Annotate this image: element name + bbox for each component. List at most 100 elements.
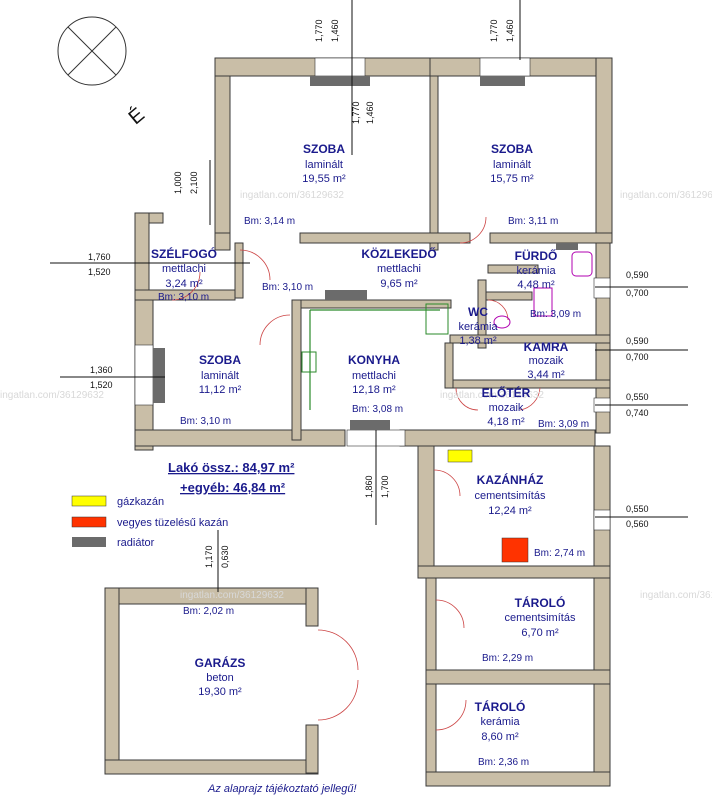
room-kozlekedo: KÖZLEKEDŐ mettlachi 9,65 m² Bm: 3,10 m (262, 246, 437, 293)
dim-right2b: 0,700 (626, 352, 649, 362)
room-area: 19,55 m² (302, 173, 346, 185)
room-height: Bm: 3,09 m (538, 419, 589, 430)
room-szoba-2: SZOBA laminált 15,75 m² Bm: 3,11 m (490, 142, 558, 227)
room-name: KAZÁNHÁZ (477, 472, 544, 487)
room-area: 19,30 m² (198, 686, 242, 698)
legend-label-gas: gázkazán (117, 496, 164, 508)
legend-swatch-radiator (72, 537, 106, 547)
room-floor: mozaik (489, 402, 524, 414)
room-name: SZOBA (491, 142, 533, 156)
room-tarolo-1: TÁROLÓ cementsimítás 6,70 m² Bm: 2,29 m (482, 595, 576, 664)
dim-right1a: 0,590 (626, 270, 649, 280)
room-kazanhaz: KAZÁNHÁZ cementsimítás 12,24 m² Bm: 2,74… (475, 472, 586, 559)
dimension-labels: 1,770 1,460 1,770 1,460 1,770 1,460 1,00… (88, 19, 649, 568)
room-name: FÜRDŐ (515, 248, 558, 263)
room-area: 11,12 m² (199, 384, 242, 396)
dim-left3b: 1,520 (90, 380, 113, 390)
room-name: SZOBA (303, 142, 345, 156)
room-eloter: ELŐTÉR mozaik 4,18 m² Bm: 3,09 m (482, 385, 589, 430)
legend-label-solid: vegyes tüzelésű kazán (117, 517, 228, 529)
dim-right4b: 0,560 (626, 519, 649, 529)
total-living-area: Lakó össz.: 84,97 m² (168, 460, 295, 475)
room-floor: cementsimítás (505, 612, 576, 624)
dim-mid1a: 1,860 (364, 475, 374, 498)
room-szoba-1: SZOBA laminált 19,55 m² Bm: 3,14 m (244, 142, 346, 227)
room-area: 15,75 m² (490, 173, 534, 185)
room-height: Bm: 2,02 m (183, 606, 234, 617)
legend: gázkazán vegyes tüzelésű kazán radiátor (71, 495, 228, 549)
watermark-4: ingatlan.com/36129632 (440, 390, 544, 401)
room-floor: mozaik (529, 355, 564, 367)
dim-top2b: 1,460 (505, 19, 515, 42)
room-name: GARÁZS (195, 655, 246, 670)
room-area: 6,70 m² (521, 627, 559, 639)
room-height: Bm: 3,09 m (530, 309, 581, 320)
room-floor: laminált (305, 159, 343, 171)
legend-swatch-gas (71, 495, 107, 507)
room-name: KONYHA (348, 353, 400, 367)
dim-right4a: 0,550 (626, 504, 649, 514)
watermark-1: ingatlan.com/36129632 (240, 190, 344, 201)
room-floor: kerámia (458, 321, 498, 333)
room-height: Bm: 3,10 m (180, 416, 231, 427)
room-area: 3,24 m² (165, 278, 203, 290)
dim-top2a: 1,770 (489, 19, 499, 42)
room-height: Bm: 2,29 m (482, 653, 533, 664)
kitchen-counter (301, 303, 449, 410)
room-floor: kerámia (480, 716, 520, 728)
svg-text:É: É (124, 103, 149, 129)
watermark-2: ingatlan.com/36129632 (620, 190, 712, 201)
dim-mid1b: 1,700 (380, 475, 390, 498)
legend-label-radiator: radiátor (117, 537, 155, 549)
disclaimer-note: Az alaprajz tájékoztató jellegű! (207, 783, 357, 795)
watermarks: ingatlan.com/36129632 ingatlan.com/36129… (0, 190, 712, 601)
room-floor: beton (206, 672, 234, 684)
room-floor: mettlachi (352, 370, 396, 382)
room-area: 8,60 m² (481, 731, 519, 743)
room-name: KAMRA (524, 340, 569, 354)
solid-fuel-boiler (501, 537, 529, 563)
radiators (153, 76, 578, 430)
room-height: Bm: 3,11 m (508, 216, 558, 227)
dim-inner1b: 1,460 (365, 101, 375, 124)
total-other-area: +egyéb: 46,84 m² (180, 480, 286, 495)
compass-icon: É (57, 16, 149, 129)
room-floor: kerámia (516, 265, 556, 277)
room-height: Bm: 2,74 m (534, 548, 585, 559)
room-garazs: GARÁZS beton 19,30 m² Bm: 2,02 m (183, 606, 245, 698)
dim-right1b: 0,700 (626, 288, 649, 298)
dimension-lines (50, 0, 688, 592)
room-name: SZOBA (199, 353, 241, 367)
room-name: TÁROLÓ (515, 595, 566, 610)
room-floor: mettlachi (162, 263, 206, 275)
room-tarolo-2: TÁROLÓ kerámia 8,60 m² Bm: 2,36 m (475, 699, 529, 768)
room-furdo: FÜRDŐ kerámia 4,48 m² Bm: 3,09 m (515, 248, 581, 320)
room-height: Bm: 3,10 m (262, 282, 313, 293)
dim-left3a: 1,360 (90, 365, 113, 375)
room-floor: cementsimítás (475, 490, 546, 502)
room-height: Bm: 3,10 m (158, 292, 209, 303)
room-name: ELŐTÉR (482, 385, 531, 400)
dim-right2a: 0,590 (626, 336, 649, 346)
room-szelfogo: SZÉLFOGÓ mettlachi 3,24 m² Bm: 3,10 m (151, 246, 217, 303)
dim-right3a: 0,550 (626, 392, 649, 402)
watermark-6: ingatlan.com/36129632 (640, 590, 712, 601)
bathroom-fixtures (493, 251, 593, 329)
dim-left2a: 1,760 (88, 252, 111, 262)
legend-swatch-solid (71, 516, 107, 528)
room-kamra: KAMRA mozaik 3,44 m² (524, 340, 569, 381)
room-height: Bm: 3,14 m (244, 216, 295, 227)
watermark-3: ingatlan.com/36129632 (0, 390, 104, 401)
room-konyha: KONYHA mettlachi 12,18 m² Bm: 3,08 m (348, 353, 403, 415)
room-area: 1,38 m² (459, 335, 497, 347)
room-name: KÖZLEKEDŐ (361, 246, 436, 261)
room-height: Bm: 3,08 m (352, 404, 403, 415)
room-area: 4,18 m² (487, 416, 525, 428)
dim-left2b: 1,520 (88, 267, 111, 277)
room-name: TÁROLÓ (475, 699, 526, 714)
dim-top1a: 1,770 (314, 19, 324, 42)
dim-inner1a: 1,770 (351, 101, 361, 124)
room-height: Bm: 2,36 m (478, 757, 529, 768)
gas-boiler (447, 449, 473, 463)
